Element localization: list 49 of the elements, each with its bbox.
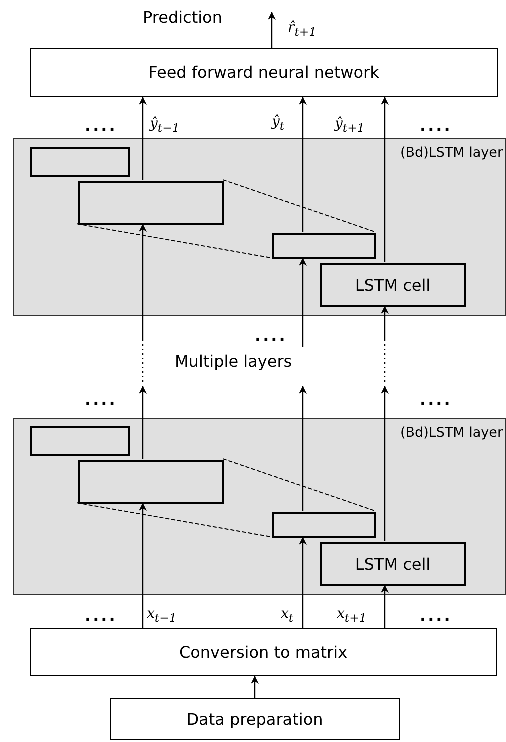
arrow <box>381 386 389 541</box>
arrow <box>381 97 389 262</box>
layer-title: (Bd)LSTM layer <box>400 145 503 162</box>
arrow <box>299 386 307 511</box>
edge-label: ŷ$_{t−1}$ <box>150 116 180 135</box>
ellipsis-text: .... <box>420 116 452 136</box>
process-box: Conversion to matrix <box>30 628 497 676</box>
cell-box <box>30 426 130 456</box>
arrow <box>139 97 147 180</box>
arrow <box>299 97 307 232</box>
cell-box: LSTM cell <box>320 542 466 586</box>
dashed-line <box>76 224 272 258</box>
ellipsis-text: .... <box>420 606 452 626</box>
output-label: Prediction <box>143 8 222 28</box>
edge-label: x$_{t+1}$ <box>337 606 367 625</box>
cell-box: LSTM cell <box>320 263 466 307</box>
ellipsis-text: .... <box>85 116 118 136</box>
cell-box <box>272 233 376 259</box>
edge-label: x$_{t}$ <box>281 606 294 625</box>
arrow <box>299 258 307 347</box>
edge-label: x$_{t−1}$ <box>147 606 177 625</box>
ellipsis-text: .... <box>85 390 118 410</box>
edge-label: r̂$_{t+1}$ <box>288 20 317 39</box>
arrow <box>268 12 276 48</box>
ellipsis-text: .... <box>255 326 288 346</box>
dashed-line <box>222 180 376 232</box>
arrow <box>139 386 147 459</box>
cell-box <box>30 147 130 177</box>
process-box: Feed forward neural network <box>30 48 498 97</box>
arrow <box>299 537 307 628</box>
cell-box <box>78 460 224 504</box>
edge-label: ŷ$_{t+1}$ <box>335 116 365 135</box>
ellipsis-text: .... <box>420 390 452 410</box>
layer-panel <box>13 138 506 316</box>
cell-box <box>78 181 224 225</box>
dashed-line <box>76 502 272 538</box>
process-box: Data preparation <box>110 698 400 740</box>
cell-box <box>272 512 376 538</box>
ellipsis-text: .... <box>85 606 118 626</box>
note-text: Multiple layers <box>175 352 292 372</box>
edge-label: ŷ$_{t}$ <box>272 114 285 133</box>
arrow <box>139 224 147 340</box>
dashed-line <box>222 458 376 512</box>
arrow <box>381 306 389 340</box>
arrow <box>139 503 147 628</box>
layer-title: (Bd)LSTM layer <box>400 425 503 442</box>
arrow <box>381 585 389 628</box>
arrow <box>251 676 259 698</box>
layer-panel <box>13 418 506 595</box>
